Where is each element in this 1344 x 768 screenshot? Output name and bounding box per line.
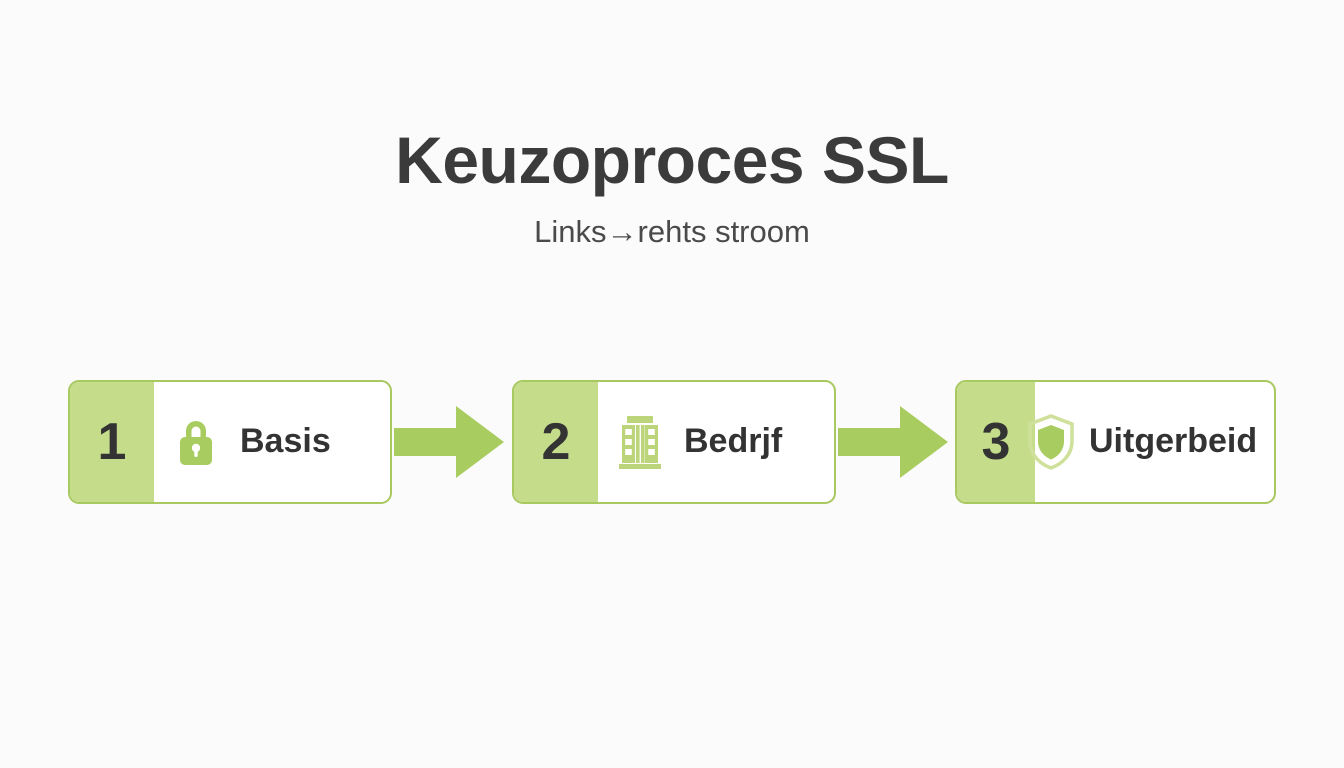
step-number-band-1: 1 bbox=[70, 382, 154, 502]
arrow-right-icon bbox=[838, 402, 950, 482]
step-card-1[interactable]: 1 Basis bbox=[68, 380, 392, 504]
shield-icon bbox=[1023, 413, 1079, 471]
header: Keuzoproces SSL Links→rehts stroom bbox=[0, 123, 1344, 250]
step-card-3[interactable]: 3 Uitgerbeid bbox=[955, 380, 1276, 504]
arrow-right-icon bbox=[394, 402, 506, 482]
step-body-3: Uitgerbeid bbox=[1028, 382, 1274, 502]
step-number-2: 2 bbox=[541, 413, 571, 471]
step-number-3: 3 bbox=[981, 413, 1011, 471]
step-number-1: 1 bbox=[97, 413, 127, 471]
page-title: Keuzoproces SSL bbox=[395, 123, 949, 197]
step-body-1: Basis bbox=[154, 382, 390, 502]
step-body-2: Bedrjf bbox=[598, 382, 834, 502]
page-subtitle: Links→rehts stroom bbox=[534, 214, 810, 250]
process-flow: 1 Basis 2 bbox=[68, 380, 1276, 504]
step-label-3: Uitgerbeid bbox=[1089, 422, 1258, 461]
step-number-band-2: 2 bbox=[514, 382, 598, 502]
building-icon bbox=[614, 413, 666, 471]
step-label-1: Basis bbox=[240, 422, 331, 461]
lock-icon bbox=[170, 413, 222, 471]
step-card-2[interactable]: 2 bbox=[512, 380, 836, 504]
step-label-2: Bedrjf bbox=[684, 422, 783, 461]
step-number-band-3: 3 bbox=[957, 382, 1035, 502]
